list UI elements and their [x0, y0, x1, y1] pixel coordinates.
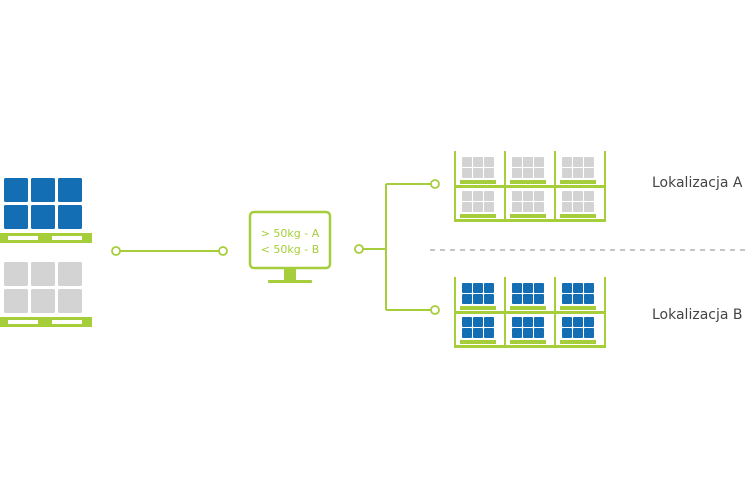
pallet-blue-icon: [0, 178, 92, 243]
connector-pallets-to-monitor: [111, 246, 228, 256]
location-a-label: Lokalizacja A: [652, 175, 743, 191]
rack-location-b-icon: [454, 277, 606, 348]
location-b-label: Lokalizacja B: [652, 307, 743, 323]
rule-under-50kg: < 50kg - B: [260, 243, 320, 256]
connector-monitor-to-locations: [354, 179, 440, 315]
rack-location-a-icon: [454, 151, 606, 222]
pallet-gray-icon: [0, 262, 92, 327]
rule-over-50kg: > 50kg - A: [260, 227, 320, 240]
monitor-icon: [248, 210, 332, 283]
